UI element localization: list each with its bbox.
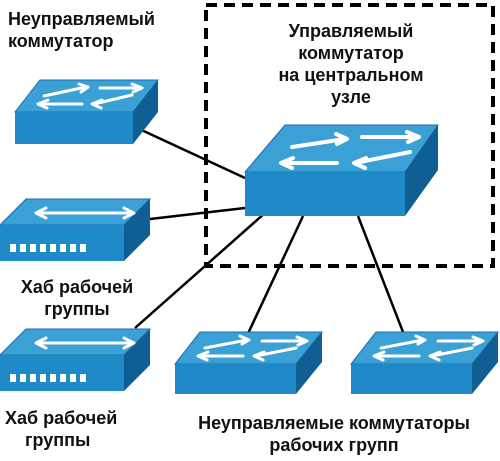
managed-switch-label: Управляемый коммутатор на центральном уз… — [266, 20, 436, 108]
central-node-boundary — [204, 3, 495, 268]
label-line: коммутатор — [298, 43, 404, 63]
unmanaged-switch-label: Неуправляемый коммутатор — [8, 8, 155, 52]
hub-icon — [0, 198, 152, 261]
switch-icon — [173, 331, 324, 394]
switch-icon — [13, 79, 160, 144]
switch-icon — [349, 331, 500, 394]
label-line: узле — [331, 87, 371, 107]
links — [134, 125, 405, 341]
label-line: Управляемый — [288, 21, 414, 41]
link-hub-2 — [134, 212, 266, 329]
label-line: Хаб рабочей — [20, 277, 134, 297]
link-unmanaged-switch — [134, 125, 246, 180]
hub-label-2: Хаб рабочей группы — [5, 407, 117, 451]
label-line: Неуправляемые коммутаторы — [198, 413, 470, 433]
label-line: на центральном — [278, 65, 424, 85]
label-line: группы — [25, 430, 91, 450]
hub-icon — [0, 328, 152, 391]
label-line: Неуправляемый — [8, 9, 155, 29]
link-workgroup-switch-1 — [243, 215, 305, 341]
label-line: группы — [44, 299, 110, 319]
link-workgroup-switch-2 — [356, 215, 405, 333]
hub-label-1: Хаб рабочей группы — [2, 276, 152, 320]
switch-icon — [243, 124, 439, 216]
label-line: рабочих групп — [269, 435, 399, 455]
workgroup-switches-label: Неуправляемые коммутаторы рабочих групп — [168, 412, 500, 456]
label-line: коммутатор — [8, 31, 114, 51]
link-hub-1 — [149, 206, 246, 221]
label-line: Хаб рабочей — [5, 408, 118, 428]
